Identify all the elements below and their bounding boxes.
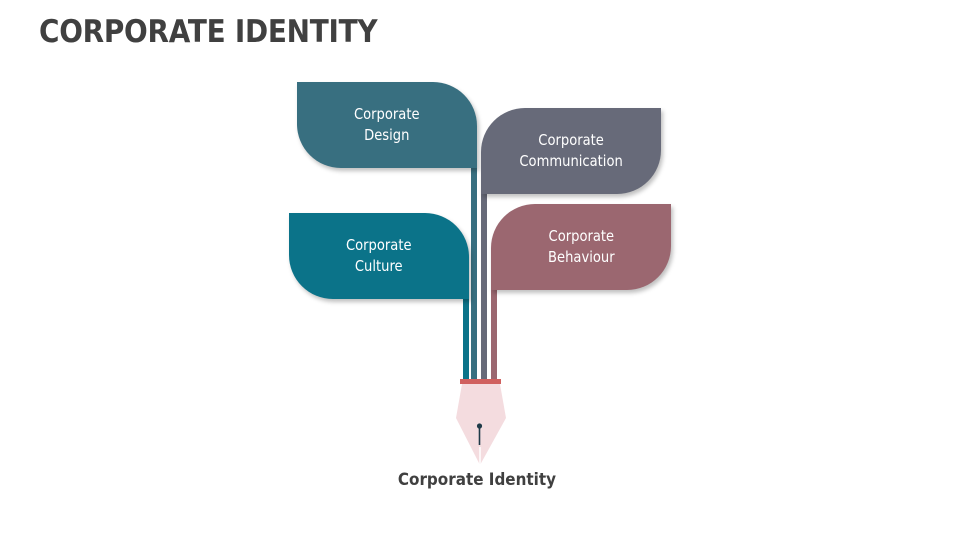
leaf-label-line2: Behaviour bbox=[547, 248, 615, 266]
stem-culture bbox=[463, 290, 469, 380]
leaf-label-line2: Culture bbox=[355, 257, 403, 275]
stem-design bbox=[471, 160, 477, 380]
leaf-label-line2: Design bbox=[364, 126, 410, 144]
leaf-label-line1: Corporate bbox=[346, 236, 412, 254]
fountain-pen-nib-icon bbox=[456, 384, 506, 465]
stem-behaviour bbox=[491, 280, 497, 380]
caption-text: Corporate Identity bbox=[397, 470, 557, 489]
diagram-caption: Corporate Identity bbox=[0, 470, 954, 489]
leaf-label-line1: Corporate bbox=[354, 105, 420, 123]
slide-title: CORPORATE IDENTITY bbox=[39, 14, 378, 50]
stem-communication bbox=[481, 182, 487, 380]
leaf-label-line1: Corporate bbox=[548, 227, 614, 245]
leaf-label-line1: Corporate bbox=[538, 131, 604, 149]
leaf-label-line2: Communication bbox=[519, 152, 623, 170]
pen-band bbox=[460, 379, 501, 384]
